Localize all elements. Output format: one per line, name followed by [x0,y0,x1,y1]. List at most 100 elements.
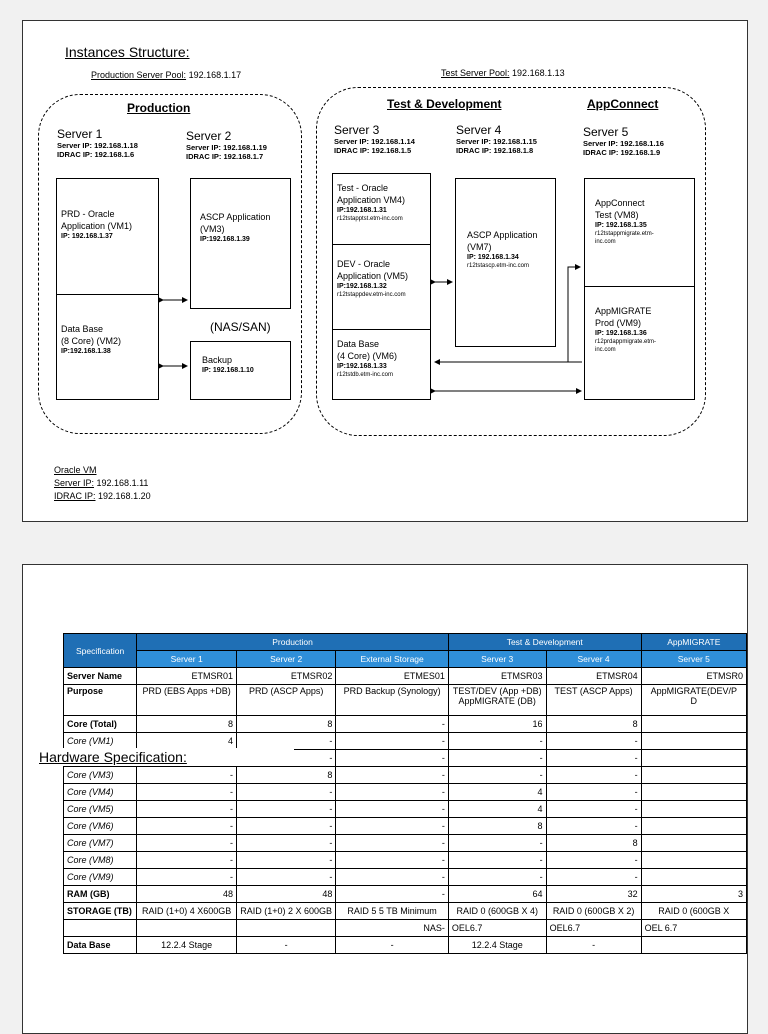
vm6-host: r12tstdb.etm-inc.com [337,372,394,378]
table-cell: - [545,851,642,869]
server-2-header: Server 2 Server IP: 192.168.1.19 IDRAC I… [186,129,267,161]
instances-title: Instances Structure: [65,44,190,60]
table-cell: 8 [136,715,237,733]
row-label: Server Name [62,667,138,685]
table-cell: - [235,732,337,750]
vm5-ip: IP:192.168.1.32 [337,283,387,290]
table-cell: 4 [447,783,547,801]
backup-line1: Backup [202,355,233,365]
table-cell: 12.2.4 Stage [136,936,237,954]
table-cell: - [235,851,337,869]
table-cell: - [136,783,237,801]
table-cell: - [447,732,547,750]
table-row: Core (VM4)---4- [62,783,747,801]
group-appconnect: AppConnect [587,97,659,111]
production-pool-label: Production Server Pool: [91,70,187,80]
table-cell: - [335,885,449,903]
table-row: Core (VM3)-8--- [62,766,747,784]
table-cell [640,715,747,733]
connection-arrows [158,264,582,394]
table-cell: - [545,766,642,784]
test-pool: Test Server Pool: 192.168.1.13 [441,68,565,78]
table-server-header-row: Server 1 Server 2 External Storage Serve… [64,650,747,668]
row-label: Purpose [62,684,138,716]
vm9-host-2: inc.com [595,347,616,353]
row-label: STORAGE (TB) [62,902,138,920]
table-cell: 8 [447,817,547,835]
table-cell: RAID (1+0) 4 X600GB [136,902,237,920]
vm5-block: DEV - Oracle Application (VM5) IP:192.16… [337,258,408,300]
table-cell: 64 [447,885,547,903]
server-4-ip: Server IP: 192.168.1.15 [456,137,537,146]
table-cell: - [545,800,642,818]
cell-line-2: D [690,696,698,706]
table-cell: RAID 5 5 TB Minimum [335,902,449,920]
server-3-idrac: IDRAC IP: 192.168.1.5 [334,146,412,155]
table-cell: PRD (EBS Apps +DB) [136,684,237,716]
table-cell: - [235,800,337,818]
server-4-idrac: IDRAC IP: 192.168.1.8 [456,146,534,155]
table-cell: 8 [235,766,337,784]
vm3-block: ASCP Application (VM3) IP:192.168.1.39 [200,211,270,244]
table-cell: - [235,783,337,801]
oracle-idrac-ip: 192.168.1.20 [98,491,151,501]
table-cell: - [545,868,642,886]
vm6-block: Data Base (4 Core) (VM6) IP:192.168.1.33… [337,338,397,380]
cell-line-1: TEST (ASCP Apps) [554,686,633,696]
vm7-block: ASCP Application (VM7) IP: 192.168.1.34 … [467,229,537,271]
backup-box [190,341,291,400]
table-cell [136,919,237,937]
cell-line-2: AppMIGRATE (DB) [458,696,536,706]
row-label: Core (VM9) [62,868,138,886]
table-row: Core (VM6)---8- [62,817,747,835]
vm8-host-2: inc.com [595,239,616,245]
vm4-host: r12tstapptst.etm-inc.com [337,216,403,222]
server-1-ip: Server IP: 192.168.1.18 [57,141,138,150]
row-label: RAM (GB) [62,885,138,903]
vm7-line2: (VM7) [467,242,492,252]
table-cell: - [447,749,547,767]
table-cell: 3 [640,885,747,903]
table-cell: - [136,851,237,869]
table-cell [235,919,337,937]
production-pool-ip: 192.168.1.17 [188,70,242,80]
table-cell: PRD Backup (Synology) [335,684,449,716]
cell-line-1: PRD Backup (Synology) [343,686,441,696]
vm3-line2: (VM3) [200,224,225,234]
vm2-block: Data Base (8 Core) (VM2) IP:192.168.1.38 [61,323,121,356]
col-header-server-4: Server 4 [545,650,642,668]
group-header-production: Production [136,633,449,651]
oracle-idrac-label: IDRAC IP: [54,491,96,501]
test-pool-label: Test Server Pool: [441,68,510,78]
production-pool-boundary [38,94,302,434]
row-label [62,919,138,937]
server-2-idrac: IDRAC IP: 192.168.1.7 [186,152,264,161]
table-cell: 4 [447,800,547,818]
nas-san-label: (NAS/SAN) [210,320,271,334]
server-5-ip: Server IP: 192.168.1.16 [583,139,664,148]
hardware-page: Specification Production Test & Developm… [22,564,748,1034]
table-cell: - [235,817,337,835]
table-cell: ETMSR03 [447,667,547,685]
server-3-divider-2 [332,329,431,330]
server-1-header: Server 1 Server IP: 192.168.1.18 IDRAC I… [57,127,138,159]
table-cell: - [136,868,237,886]
table-cell: - [335,766,449,784]
server-5-name: Server 5 [583,125,629,139]
table-cell: - [136,817,237,835]
vm8-block: AppConnect Test (VM8) IP: 192.168.1.35 r… [595,197,654,246]
vm5-line1: DEV - Oracle [337,259,391,269]
server-1-name: Server 1 [57,127,103,141]
cell-line-1: PRD (ASCP Apps) [248,686,324,696]
table-cell: ETMES01 [335,667,449,685]
table-cell [640,766,747,784]
table-cell: 8 [235,715,337,733]
vm5-line2: Application (VM5) [337,271,409,281]
table-cell: - [235,868,337,886]
row-label: Core (VM6) [62,817,138,835]
table-cell: - [447,834,547,852]
group-header-appmigrate: AppMIGRATE [640,633,747,651]
